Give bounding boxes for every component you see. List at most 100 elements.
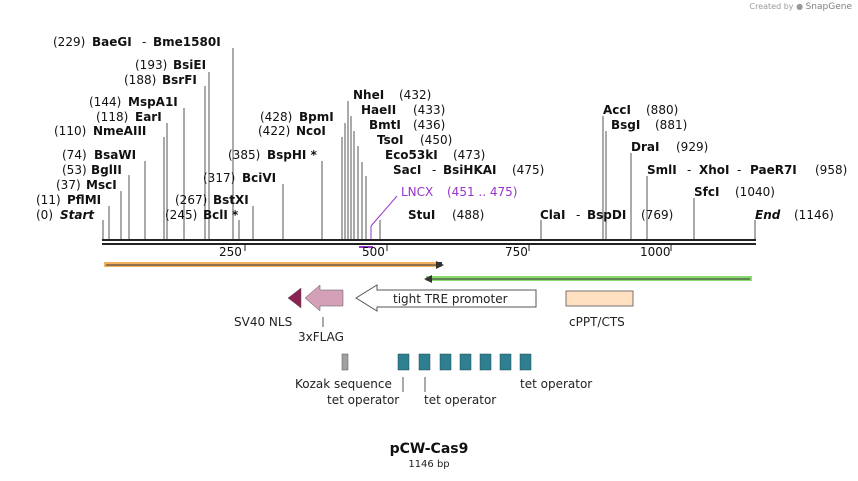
- site-name-bsrfi: BsrFI: [162, 73, 197, 87]
- site-pos-bglii: (53): [62, 163, 87, 177]
- feature-label-teto-b: tet operator: [327, 393, 399, 407]
- ruler-label-250: 250: [219, 245, 242, 259]
- site-name-bsphi: BspHI *: [267, 148, 318, 162]
- site-name-acci: AccI: [603, 103, 631, 117]
- feature-label-3xflag: 3xFLAG: [298, 330, 344, 344]
- site-name-mspa1i: MspA1I: [128, 95, 178, 109]
- site-name-stui: StuI: [408, 208, 435, 222]
- site-name-pflmi: PflMI: [67, 193, 101, 207]
- enzyme-labels-right: ClaI - BspDI (769) AccI (880) BsgI (881)…: [540, 103, 847, 222]
- site-name-ncoi: NcoI: [296, 124, 326, 138]
- site-name-nhei: NheI: [353, 88, 384, 102]
- site-name-xhoi: XhoI: [699, 163, 730, 177]
- site-name-saci: SacI: [393, 163, 421, 177]
- site-name-bcivi: BciVI: [242, 171, 276, 185]
- primer-orange: [104, 261, 444, 269]
- site-sep-clai: -: [576, 208, 580, 222]
- site-pos-clai: (769): [641, 208, 673, 222]
- site-pos-bsphi: (385): [228, 148, 260, 162]
- site-name-bsiei: BsiEI: [173, 58, 206, 72]
- plasmid-name: pCW-Cas9: [389, 441, 469, 457]
- lncx-marker: [359, 195, 398, 248]
- site-name-eco53ki: Eco53kI: [385, 148, 438, 162]
- feature-label-teto-a: tet operator: [520, 377, 592, 391]
- feature-3xflag: 3xFLAG: [298, 284, 344, 344]
- site-pos-msci: (37): [56, 178, 81, 192]
- site-pos-bsrfi: (188): [124, 73, 156, 87]
- watermark-brand: SnapGene: [805, 2, 852, 12]
- site-sep-xhoi: -: [737, 163, 741, 177]
- site-pos-bsgi: (881): [655, 118, 687, 132]
- enzyme-labels-left: (0) Start (11) PflMI (37) MscI (53) BglI…: [36, 35, 334, 222]
- site-name-clai: ClaI: [540, 208, 565, 222]
- site-pos-nhei: (432): [399, 88, 431, 102]
- site-pos-sfci: (1040): [735, 185, 775, 199]
- feature-label-sv40: SV40 NLS: [234, 315, 292, 329]
- feature-tet-operators: tet operator tet operator tet operator: [327, 353, 592, 407]
- site-sep-baegi: -: [142, 35, 146, 49]
- site-pos-haeii: (433): [413, 103, 445, 117]
- site-pos-bcli: (245): [165, 208, 197, 222]
- site-pos-pflmi: (11): [36, 193, 61, 207]
- site-pos-smli: (958): [815, 163, 847, 177]
- site-name-bme1580i: Bme1580I: [153, 35, 221, 49]
- plasmid-length: 1146 bp: [408, 459, 450, 470]
- site-name-tsoi: TsoI: [377, 133, 403, 147]
- site-pos-saci: (475): [512, 163, 544, 177]
- ruler-label-500: 500: [362, 245, 385, 259]
- leader-lines: [102, 48, 756, 240]
- site-name-bstxi: BstXI: [213, 193, 249, 207]
- site-name-bspdi: BspDI: [587, 208, 626, 222]
- site-pos-baegi: (229): [53, 35, 85, 49]
- feature-label-teto-c: tet operator: [424, 393, 496, 407]
- site-name-bsgi: BsgI: [611, 118, 640, 132]
- site-name-eari: EarI: [135, 110, 162, 124]
- ruler-ticks: [244, 245, 672, 251]
- snapgene-logo-icon: ●: [796, 2, 804, 11]
- site-name-bsihkai: BsiHKAI: [443, 163, 497, 177]
- site-pos-start: (0): [36, 208, 53, 222]
- site-pos-eco53ki: (473): [453, 148, 485, 162]
- site-name-bcli: BclI *: [203, 208, 239, 222]
- site-pos-bsawi: (74): [62, 148, 87, 162]
- feature-name-lncx: LNCX: [401, 185, 433, 199]
- site-pos-nmeaiii: (110): [54, 124, 86, 138]
- feature-pos-lncx: (451 .. 475): [447, 185, 517, 199]
- feature-label-kozak: Kozak sequence: [295, 377, 392, 391]
- site-name-sfci: SfcI: [694, 185, 719, 199]
- site-name-bmti: BmtI: [369, 118, 401, 132]
- site-pos-bcivi: (317): [203, 171, 235, 185]
- feature-label-cppt: cPPT/CTS: [569, 315, 625, 329]
- site-pos-tsoi: (450): [420, 133, 452, 147]
- primer-green: [424, 275, 752, 283]
- site-pos-bmti: (436): [413, 118, 445, 132]
- site-name-bsawi: BsaWI: [94, 148, 136, 162]
- ruler-label-750: 750: [505, 245, 528, 259]
- site-name-start: Start: [60, 208, 95, 222]
- feature-tre-promoter: tight TRE promoter: [355, 284, 537, 312]
- feature-label-tre: tight TRE promoter: [393, 292, 508, 306]
- site-pos-bpmi: (428): [260, 110, 292, 124]
- backbone: [102, 239, 756, 245]
- site-sep-saci: -: [432, 163, 436, 177]
- ruler-label-1000: 1000: [640, 245, 671, 259]
- site-name-haeii: HaeII: [361, 103, 396, 117]
- site-pos-drai: (929): [676, 140, 708, 154]
- snapgene-watermark: Created by ● SnapGene: [750, 2, 853, 12]
- site-pos-ncoi: (422): [258, 124, 290, 138]
- enzyme-labels-middle: NheI (432) HaeII (433) BmtI (436) TsoI (…: [353, 88, 544, 222]
- site-name-msci: MscI: [86, 178, 117, 192]
- site-pos-end: (1146): [794, 208, 834, 222]
- site-name-nmeaiii: NmeAIII: [93, 124, 146, 138]
- site-pos-stui: (488): [452, 208, 484, 222]
- feature-cppt-cts: cPPT/CTS: [565, 290, 634, 329]
- site-pos-bstxi: (267): [175, 193, 207, 207]
- site-pos-bsiei: (193): [135, 58, 167, 72]
- site-name-bglii: BglII: [91, 163, 122, 177]
- site-pos-mspa1i: (144): [89, 95, 121, 109]
- site-pos-eari: (118): [96, 110, 128, 124]
- feature-sv40-nls: SV40 NLS: [234, 287, 302, 329]
- feature-kozak: Kozak sequence: [295, 353, 392, 391]
- site-name-paer7i: PaeR7I: [750, 163, 797, 177]
